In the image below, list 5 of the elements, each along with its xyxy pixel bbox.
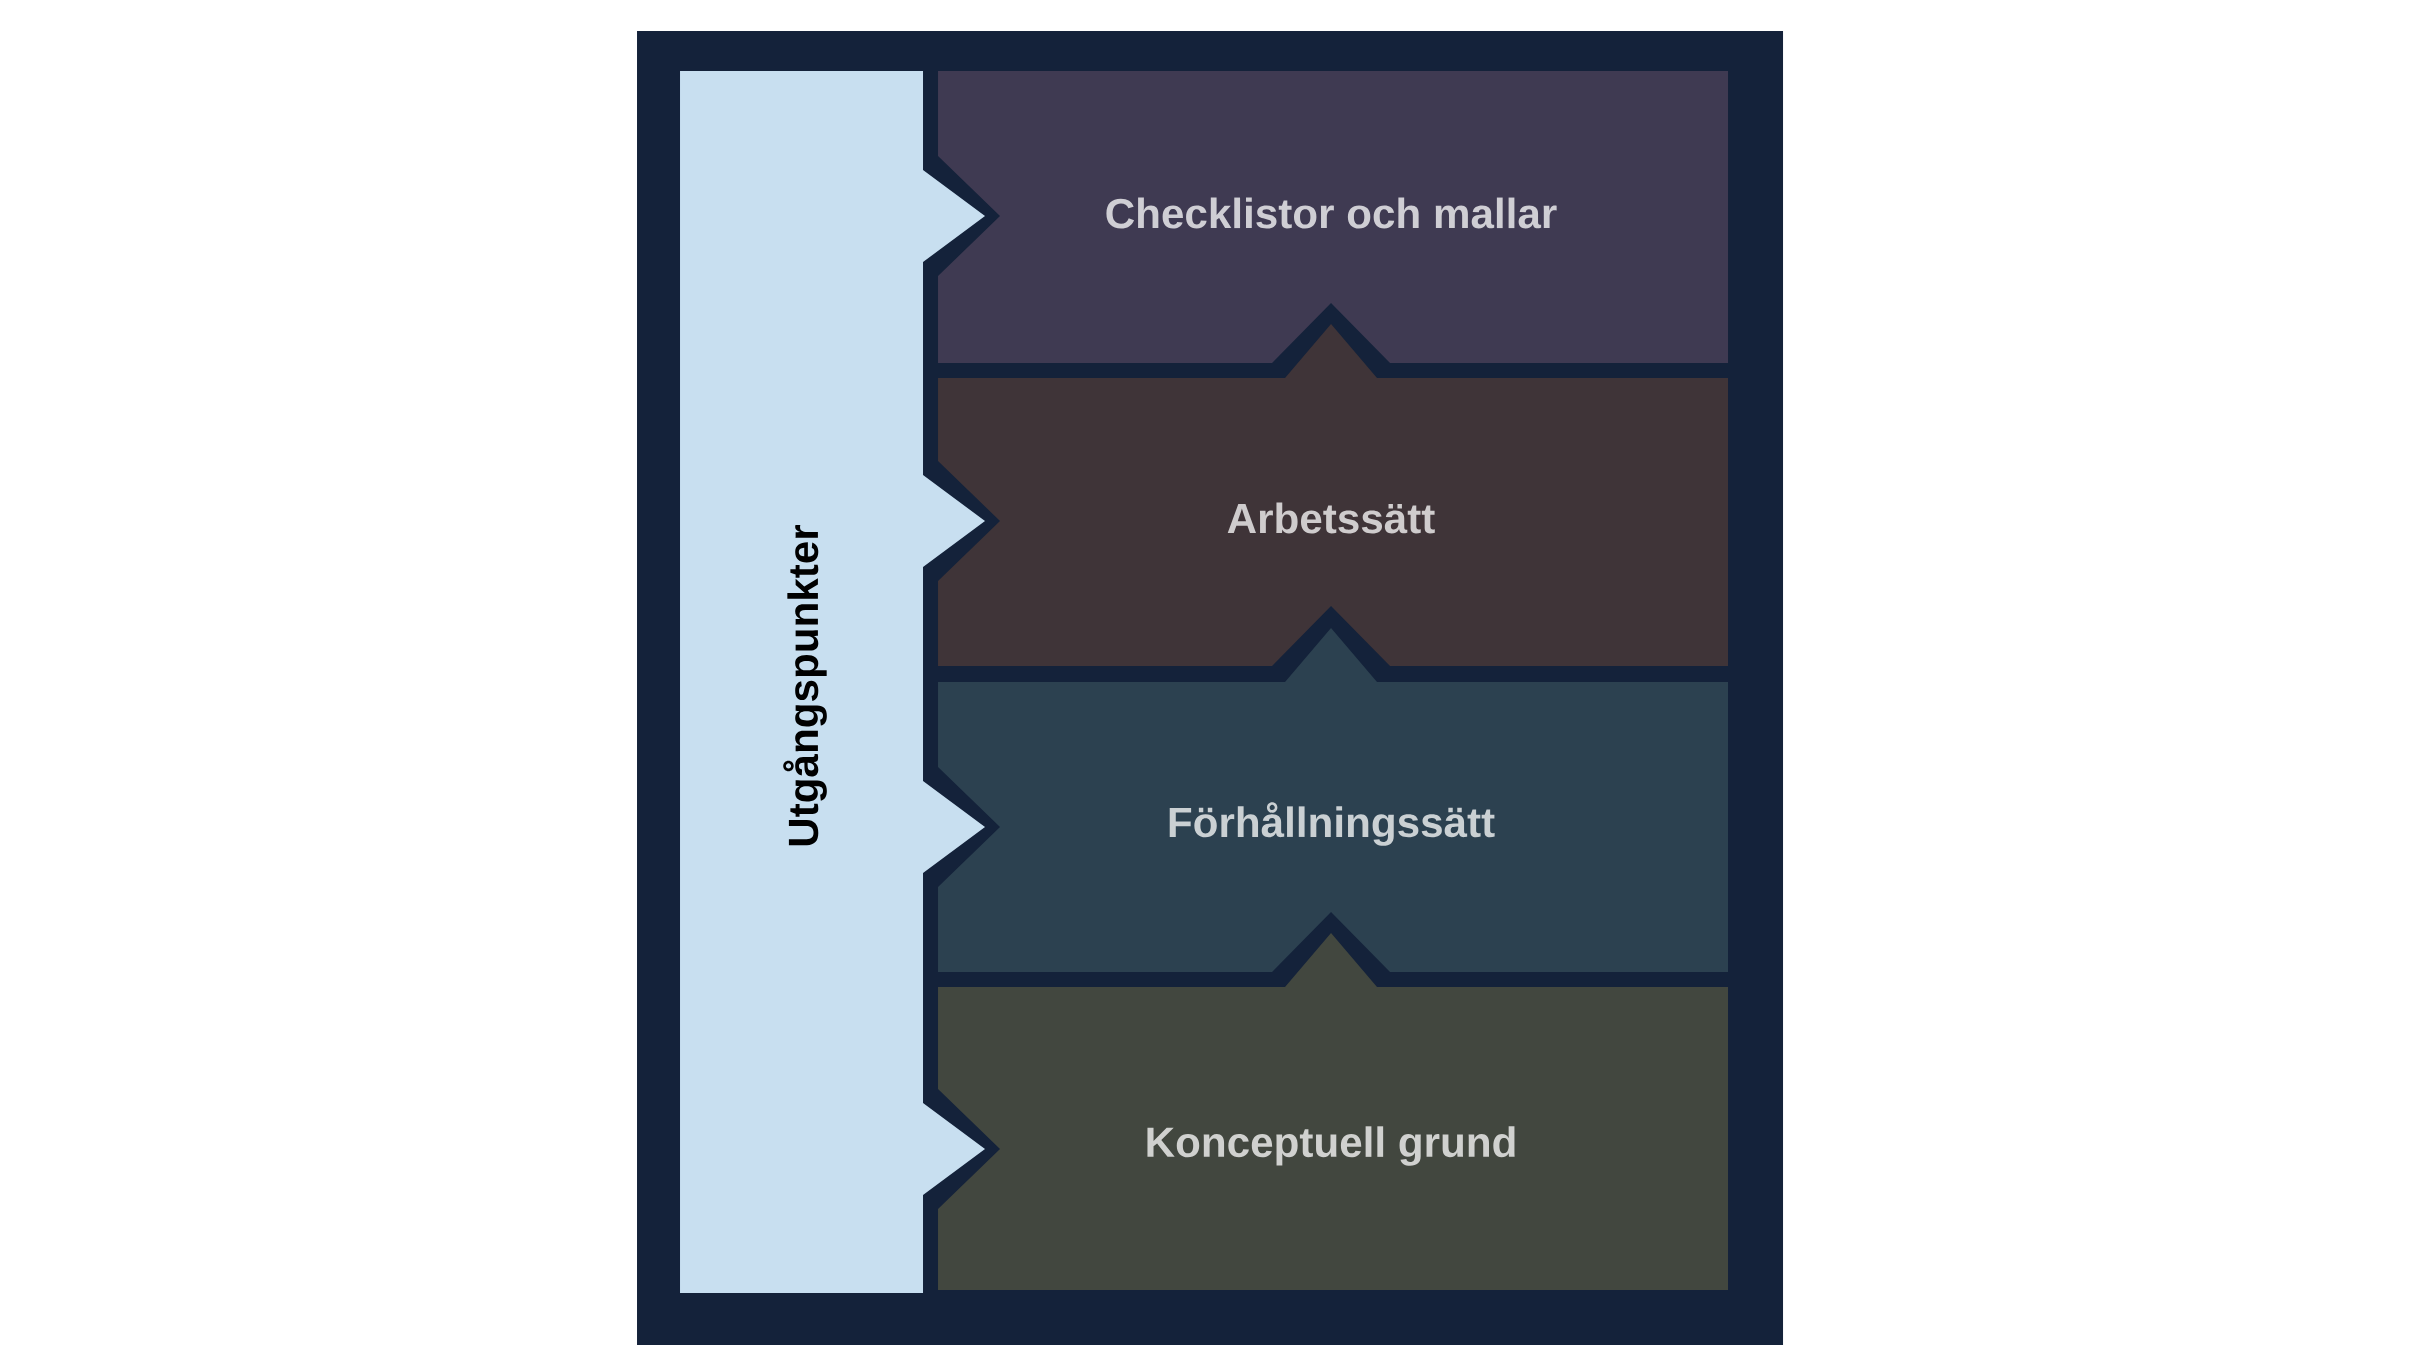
layer-box: Arbetssätt [938,324,1729,666]
layer-box: Förhållningssätt [938,628,1729,972]
vertical-band: Utgångspunkter [680,71,985,1294]
layer-box: Checklistor och mallar [938,71,1729,363]
layer-box: Konceptuell grund [938,933,1729,1291]
